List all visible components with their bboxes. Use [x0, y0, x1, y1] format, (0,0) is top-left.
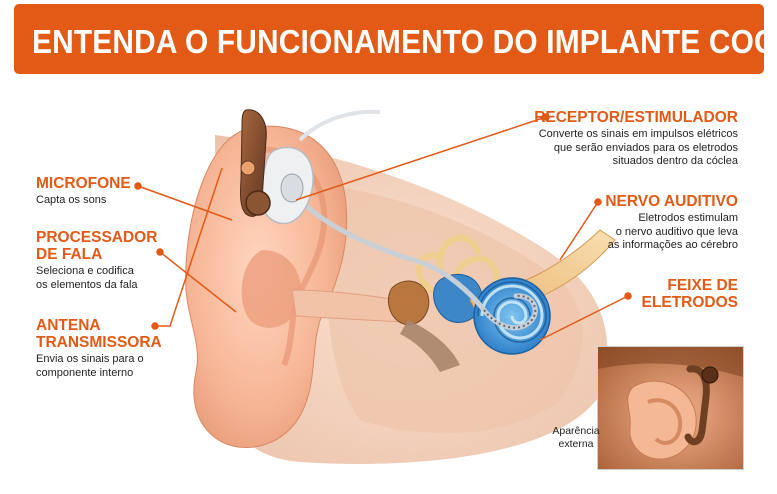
label-nervo-description-1: Eletrodos estimulam [638, 212, 738, 224]
label-microfone: MICROFONE Capta os sons [36, 175, 196, 208]
electrode-contacts [483, 294, 537, 329]
receiver-cable [298, 109, 381, 142]
label-antena: ANTENA TRANSMISSORA Envia os sinais para… [36, 317, 196, 380]
label-receptor-heading: RECEPTOR/ESTIMULADOR [534, 109, 738, 126]
label-feixe-heading-2: ELETRODOS [641, 294, 738, 311]
label-antena-heading-2: TRANSMISSORA [36, 334, 162, 351]
label-antena-heading-1: ANTENA [36, 317, 101, 334]
ear-with-device-photo [598, 347, 743, 469]
photo-caption: Aparência externa [546, 425, 606, 451]
label-antena-description-2: componente interno [36, 366, 134, 379]
cochlea [473, 277, 551, 355]
ear-concha [241, 250, 301, 328]
external-processor [240, 109, 267, 217]
label-receptor: RECEPTOR/ESTIMULADOR Converte os sinais … [470, 109, 738, 169]
label-processador: PROCESSADOR DE FALA Seleciona e codifica… [36, 229, 196, 292]
label-microfone-heading: MICROFONE [36, 175, 131, 192]
label-processador-heading-2: DE FALA [36, 246, 103, 263]
semicircular-canals [416, 234, 500, 293]
ossicles [388, 280, 430, 326]
label-nervo-description-3: as informações ao cérebro [607, 239, 738, 251]
label-receptor-description-1: Converte os sinais em impulsos elétricos [538, 128, 738, 140]
photo-caption-line1: Aparência [552, 425, 600, 437]
label-receptor-description-3: situados dentro da cóclea [612, 155, 738, 167]
middle-ear-chamber [400, 320, 460, 372]
label-antena-description-1: Envia os sinais para o [36, 353, 144, 365]
photo-caption-line2: externa [558, 438, 594, 450]
label-feixe: FEIXE DE ELETRODOS [620, 277, 738, 311]
label-nervo: NERVO AUDITIVO Eletrodos estimulam o ner… [560, 193, 738, 253]
label-nervo-heading: NERVO AUDITIVO [605, 193, 738, 210]
label-processador-heading-1: PROCESSADOR [36, 229, 158, 246]
label-receptor-description-2: que serão enviados para os eletrodos [553, 141, 738, 154]
external-appearance-photo [597, 346, 744, 470]
page-title: ENTENDA O FUNCIONAMENTO DO IMPLANTE COCL… [32, 23, 777, 60]
label-processador-description-2: os elementos da fala [36, 278, 138, 291]
leader-lines [134, 113, 632, 341]
label-microfone-description: Capta os sons [36, 194, 107, 206]
label-nervo-description-2: o nervo auditivo que leva [615, 225, 738, 238]
label-feixe-heading-1: FEIXE DE [667, 277, 738, 294]
label-processador-description-1: Seleciona e codifica [36, 265, 134, 277]
title-banner: ENTENDA O FUNCIONAMENTO DO IMPLANTE COCL… [14, 4, 777, 74]
transmitter-antenna [245, 190, 271, 216]
